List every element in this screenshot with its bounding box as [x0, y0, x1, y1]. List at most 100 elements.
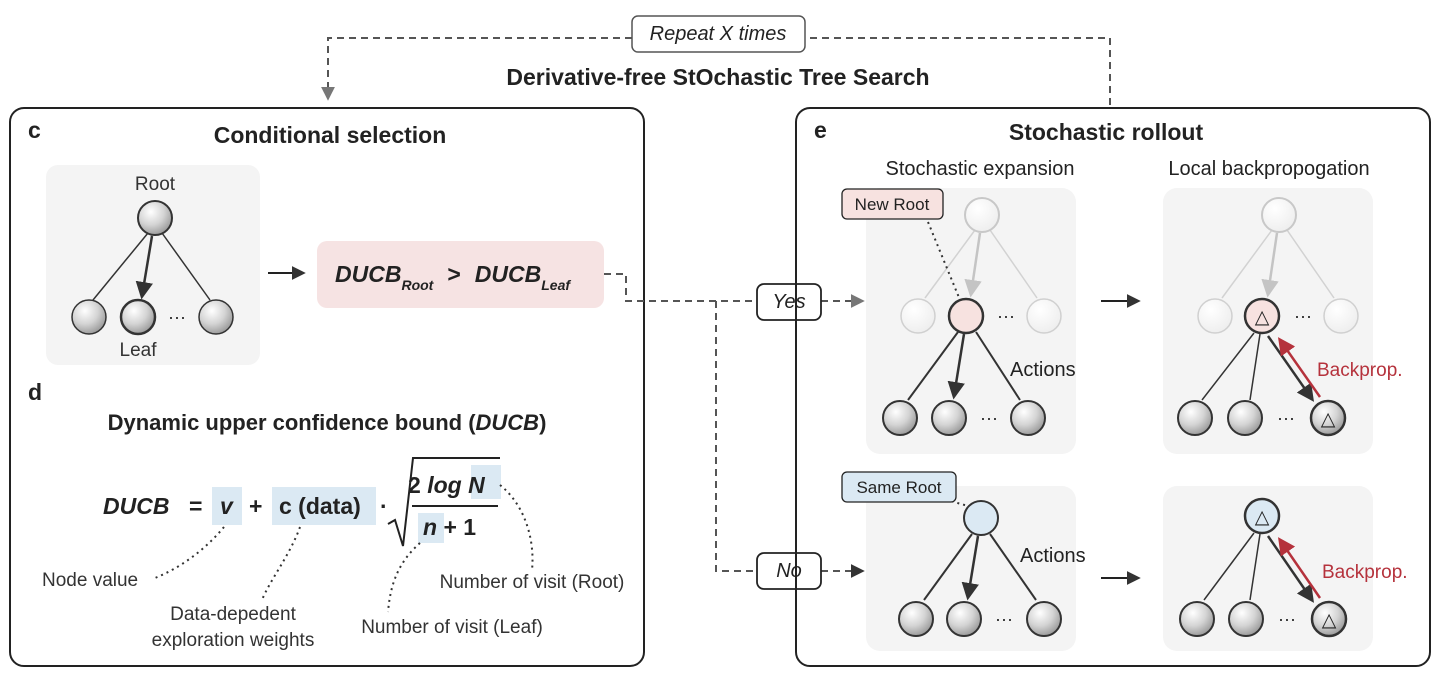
- triangle-icon: △: [1255, 507, 1270, 528]
- ellipsis: ···: [980, 408, 998, 428]
- faded-node: [900, 298, 936, 334]
- faded-edge: [924, 229, 976, 299]
- same-root-node: [963, 500, 999, 536]
- faded-edge: [1221, 229, 1273, 299]
- repeat-loop-connector: [328, 37, 1111, 105]
- updated-root-node: [1243, 297, 1281, 335]
- panel-c-letter: c: [28, 117, 41, 143]
- child-node: [71, 299, 107, 335]
- new-root-label: New Root: [855, 195, 930, 214]
- ellipsis: ···: [995, 609, 1013, 629]
- leader-visit-root: [499, 484, 534, 571]
- formula-v: v: [220, 493, 234, 519]
- child-node: [1010, 400, 1046, 436]
- child-node: [1177, 400, 1213, 436]
- annotation-node-value: Node value: [42, 570, 138, 591]
- c-highlight: [272, 487, 376, 525]
- tree-edge: [92, 232, 149, 301]
- panel-c-title: Conditional selection: [214, 122, 447, 148]
- condition-box: [317, 241, 604, 308]
- leaf-label: Leaf: [120, 340, 158, 361]
- faded-node: [1323, 298, 1359, 334]
- child-node: [931, 400, 967, 436]
- expansion-arrow: [947, 333, 966, 400]
- no-box: [756, 552, 822, 590]
- tree-edge: [907, 331, 959, 401]
- v-highlight: [212, 487, 242, 525]
- N-highlight: [471, 465, 501, 499]
- tree-edge: [1249, 333, 1261, 401]
- backprop-arrow: [1278, 537, 1322, 599]
- formula-c: c (data): [279, 493, 361, 519]
- same-root-tag: [841, 471, 957, 503]
- evaluated-leaf-node: [1310, 600, 1348, 638]
- tree-edge: [1203, 532, 1255, 601]
- repeat-label: Repeat X times: [650, 23, 787, 45]
- selection-tree-tile: [46, 165, 260, 365]
- tree-edge: [161, 232, 211, 301]
- expansion-arrow: [961, 535, 980, 601]
- ellipsis: ···: [1277, 408, 1295, 428]
- panel-d-title: Dynamic upper confidence bound (DUCB): [108, 410, 547, 435]
- faded-edge: [1286, 229, 1335, 299]
- child-node: [946, 601, 982, 637]
- actions-label: Actions: [1020, 545, 1086, 567]
- child-node: [1228, 601, 1264, 637]
- updated-root-node: [1243, 497, 1281, 535]
- child-node: [1179, 601, 1215, 637]
- panel-e-letter: e: [814, 117, 827, 143]
- faded-edge: [989, 229, 1038, 299]
- panel-d-letter: d: [28, 379, 42, 405]
- annotation-visit-root: Number of visit (Root): [440, 572, 625, 593]
- faded-arrow: [964, 232, 982, 298]
- child-node: [1026, 601, 1062, 637]
- annotation-visit-leaf: Number of visit (Leaf): [361, 617, 543, 638]
- ellipsis: ···: [168, 307, 186, 327]
- faded-root-node: [1261, 197, 1297, 233]
- yes-label: Yes: [772, 291, 805, 313]
- panel-e-title: Stochastic rollout: [1009, 119, 1204, 145]
- formula-plus: +: [249, 493, 262, 519]
- child-node: [898, 601, 934, 637]
- down-arrow: [1266, 535, 1314, 603]
- faded-arrow: [1261, 232, 1279, 298]
- new-root-tag: [841, 188, 944, 220]
- faded-node: [1026, 298, 1062, 334]
- triangle-icon: △: [1321, 409, 1336, 430]
- formula-numerator: 2 log N: [408, 472, 485, 498]
- yes-box: [756, 283, 822, 321]
- formula-dot: ·: [380, 493, 388, 519]
- main-title: Derivative-free StOchastic Tree Search: [506, 64, 929, 90]
- ellipsis: ···: [1278, 609, 1296, 629]
- tree-edge: [989, 533, 1037, 601]
- no-connector: [715, 301, 862, 571]
- same-root-leader: [939, 497, 969, 507]
- column-expansion: Stochastic expansion: [885, 158, 1074, 180]
- branch-connector: [604, 273, 862, 301]
- faded-ellipsis: ···: [1294, 306, 1312, 326]
- panel-e-frame: [795, 107, 1431, 667]
- condition-formula: DUCBRoot>DUCBLeaf: [335, 261, 571, 293]
- leader-visit-leaf: [387, 542, 421, 613]
- column-backprop: Local backpropogation: [1168, 158, 1369, 180]
- faded-root-node: [964, 197, 1000, 233]
- formula-denominator: n + 1: [423, 514, 476, 540]
- evaluated-leaf-node: [1309, 399, 1347, 437]
- child-node: [1227, 400, 1263, 436]
- n-highlight: [418, 513, 444, 543]
- down-arrow: [1266, 335, 1315, 402]
- new-root-leader: [927, 221, 961, 301]
- sqrt-sign: [387, 457, 500, 547]
- tree-edge: [1201, 332, 1255, 401]
- leader-node-value: [154, 526, 225, 579]
- leaf-node: [119, 298, 157, 336]
- new-root-node: [947, 297, 985, 335]
- formula-eq: =: [189, 493, 202, 519]
- faded-node: [1197, 298, 1233, 334]
- selection-arrow: [135, 235, 154, 300]
- tree-edge: [975, 331, 1021, 401]
- tree-edge: [923, 533, 973, 601]
- child-node: [198, 299, 234, 335]
- child-node: [882, 400, 918, 436]
